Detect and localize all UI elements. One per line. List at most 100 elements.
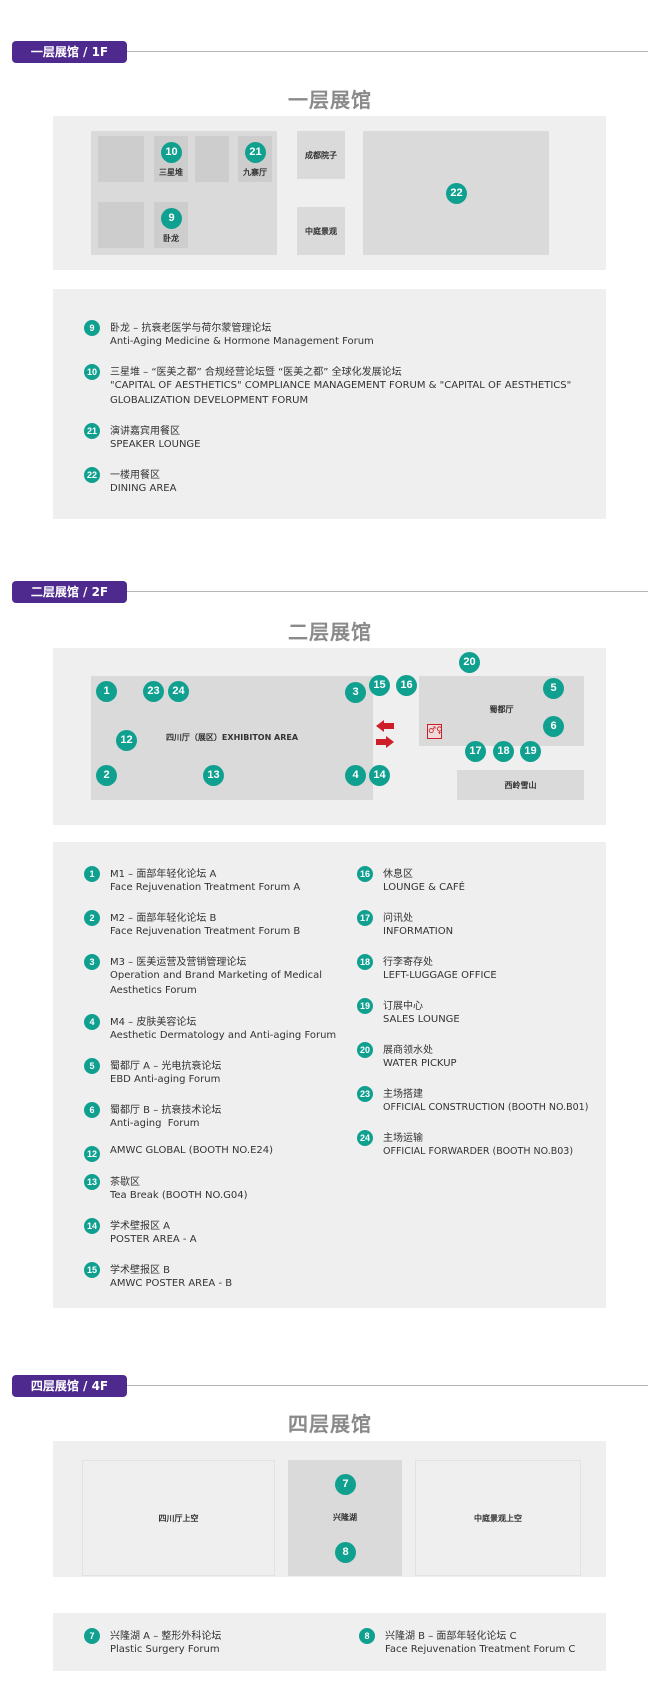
legend-en: Anti-Aging Medicine & Hormone Management… <box>110 336 374 347</box>
pin-icon: 13 <box>84 1174 100 1190</box>
label-chengdu-yuanzi: 成都院子 <box>305 151 337 160</box>
pin-8[interactable]: 8 <box>335 1542 356 1563</box>
room-zhongting[interactable]: 中庭景观 <box>297 207 345 255</box>
legend-zh: 行李寄存处 <box>383 957 433 968</box>
legend-zh: 学术壁报区 B <box>110 1265 171 1276</box>
floor-title-1f: 一层展馆 <box>288 88 372 112</box>
floor-title-4f: 四层展馆 <box>288 1412 372 1436</box>
label-xiling: 西岭雪山 <box>504 781 537 790</box>
pin-icon: 6 <box>84 1102 100 1118</box>
floor-tag-2f: 二层展馆 / 2F <box>12 581 127 603</box>
floor-tag-1f: 一层展馆 / 1F <box>12 41 127 63</box>
legend-zh: 兴隆湖 A – 整形外科论坛 <box>110 1631 222 1642</box>
legend-zh: M2 – 面部年轻化论坛 B <box>110 913 217 924</box>
legend-zh: 问讯处 <box>383 913 413 924</box>
legend-en: DINING AREA <box>110 483 177 494</box>
legend-en: Anti-aging Forum <box>110 1118 200 1129</box>
legend-1f: 9 卧龙 – 抗衰老医学与荷尔蒙管理论坛 Anti-Aging Medicine… <box>53 289 606 519</box>
pin-24[interactable]: 24 <box>168 681 189 702</box>
pin-icon: 12 <box>84 1146 100 1162</box>
label-xinglonghu: 兴隆湖 <box>333 1513 357 1522</box>
pin-4[interactable]: 4 <box>345 765 366 786</box>
pin-13[interactable]: 13 <box>203 765 224 786</box>
pin-icon: 20 <box>357 1042 373 1058</box>
pin-15[interactable]: 15 <box>369 675 390 696</box>
pin-2[interactable]: 2 <box>96 765 117 786</box>
pin-14[interactable]: 14 <box>369 765 390 786</box>
legend-zh: 一楼用餐区 <box>110 470 160 481</box>
label-sichuan-upper: 四川厅上空 <box>158 1514 199 1523</box>
pin-9[interactable]: 9 <box>161 208 182 229</box>
legend-zh: 茶歇区 <box>110 1177 140 1188</box>
room-xiling[interactable]: 西岭雪山 <box>457 770 584 800</box>
floor-title-2f: 二层展馆 <box>288 620 372 644</box>
room-chengdu-yuanzi[interactable]: 成都院子 <box>297 131 345 179</box>
pin-icon: 3 <box>84 954 100 970</box>
pin-icon: 10 <box>84 364 100 380</box>
pin-icon: 23 <box>357 1086 373 1102</box>
legend-zh: 展商领水处 <box>383 1045 433 1056</box>
pin-1[interactable]: 1 <box>96 681 117 702</box>
pin-16[interactable]: 16 <box>396 675 417 696</box>
legend-en: Tea Break (BOOTH NO.G04) <box>110 1190 248 1201</box>
legend-en: Aesthetic Dermatology and Anti-aging For… <box>110 1030 337 1041</box>
label-exhibition-area: 四川厅（展区）EXHIBITON AREA <box>165 733 299 742</box>
map-4f: 四川厅上空 7 兴隆湖 8 中庭景观上空 <box>53 1441 606 1577</box>
pin-17[interactable]: 17 <box>465 741 486 762</box>
legend-zh: 兴隆湖 B – 面部年轻化论坛 C <box>385 1631 517 1642</box>
pin-icon: 22 <box>84 467 100 483</box>
room-exhibition-area[interactable]: 四川厅（展区）EXHIBITON AREA <box>91 676 373 800</box>
legend-zh: 休息区 <box>383 869 413 880</box>
pin-7[interactable]: 7 <box>335 1474 356 1495</box>
pin-icon: 1 <box>84 866 100 882</box>
legend-zh: M1 – 面部年轻化论坛 A <box>110 869 217 880</box>
legend-zh: AMWC GLOBAL (BOOTH NO.E24) <box>110 1145 274 1156</box>
legend-zh: 卧龙 – 抗衰老医学与荷尔蒙管理论坛 <box>110 323 272 334</box>
restroom-icon: ♂♀ <box>427 724 443 739</box>
pin-20[interactable]: 20 <box>459 652 480 673</box>
pin-icon: 9 <box>84 320 100 336</box>
pin-10[interactable]: 10 <box>161 142 182 163</box>
pin-icon: 2 <box>84 910 100 926</box>
divider <box>127 591 648 592</box>
floor-tag-4f: 四层展馆 / 4F <box>12 1375 127 1397</box>
pin-22[interactable]: 22 <box>446 183 467 204</box>
legend-2f: 1 M1 – 面部年轻化论坛 A Face Rejuvenation Treat… <box>53 842 606 1308</box>
pin-icon: 5 <box>84 1058 100 1074</box>
legend-4f: 7 兴隆湖 A – 整形外科论坛 Plastic Surgery Forum 8… <box>53 1613 606 1671</box>
pin-23[interactable]: 23 <box>143 681 164 702</box>
map-1f: 10 三星堆 21 九寨厅 9 卧龙 成都院子 中庭景观 22 <box>53 116 606 270</box>
pin-6[interactable]: 6 <box>543 716 564 737</box>
legend-zh: 演讲嘉宾用餐区 <box>110 426 180 437</box>
room-zhongting-upper[interactable]: 中庭景观上空 <box>415 1460 581 1576</box>
legend-en: LOUNGE & CAFÉ <box>383 882 466 893</box>
legend-en: OFFICIAL FORWARDER (BOOTH NO.B03) <box>383 1146 574 1157</box>
pin-3[interactable]: 3 <box>345 682 366 703</box>
label-sanxingdui: 三星堆 <box>159 168 183 177</box>
room-sichuan-upper[interactable]: 四川厅上空 <box>82 1460 275 1576</box>
legend-en: Operation and Brand Marketing of Medical… <box>110 970 323 996</box>
divider <box>127 51 648 52</box>
legend-zh: 学术壁报区 A <box>110 1221 171 1232</box>
label-zhongting-upper: 中庭景观上空 <box>474 1514 522 1523</box>
pin-icon: 19 <box>357 998 373 1014</box>
legend-zh: 三星堆 – “医美之都” 合规经营论坛暨 “医美之都” 全球化发展论坛 <box>110 367 402 378</box>
room-xinglonghu[interactable]: 7 兴隆湖 8 <box>288 1460 402 1576</box>
pin-12[interactable]: 12 <box>116 730 137 751</box>
legend-en: Plastic Surgery Forum <box>110 1644 220 1655</box>
pin-5[interactable]: 5 <box>543 678 564 699</box>
legend-en: OFFICIAL CONSTRUCTION (BOOTH NO.B01) <box>383 1102 589 1113</box>
pin-icon: 8 <box>359 1628 375 1644</box>
room-dining-area[interactable]: 22 <box>363 131 549 255</box>
legend-en: POSTER AREA - A <box>110 1234 197 1245</box>
legend-zh: 主场运输 <box>383 1133 423 1144</box>
legend-zh: M3 – 医美运营及营销管理论坛 <box>110 957 247 968</box>
legend-en: EBD Anti-aging Forum <box>110 1074 221 1085</box>
room-block <box>98 202 144 248</box>
pin-21[interactable]: 21 <box>245 142 266 163</box>
legend-en: LEFT-LUGGAGE OFFICE <box>383 970 497 981</box>
pin-icon: 7 <box>84 1628 100 1644</box>
pin-19[interactable]: 19 <box>520 741 541 762</box>
pin-icon: 21 <box>84 423 100 439</box>
pin-18[interactable]: 18 <box>493 741 514 762</box>
